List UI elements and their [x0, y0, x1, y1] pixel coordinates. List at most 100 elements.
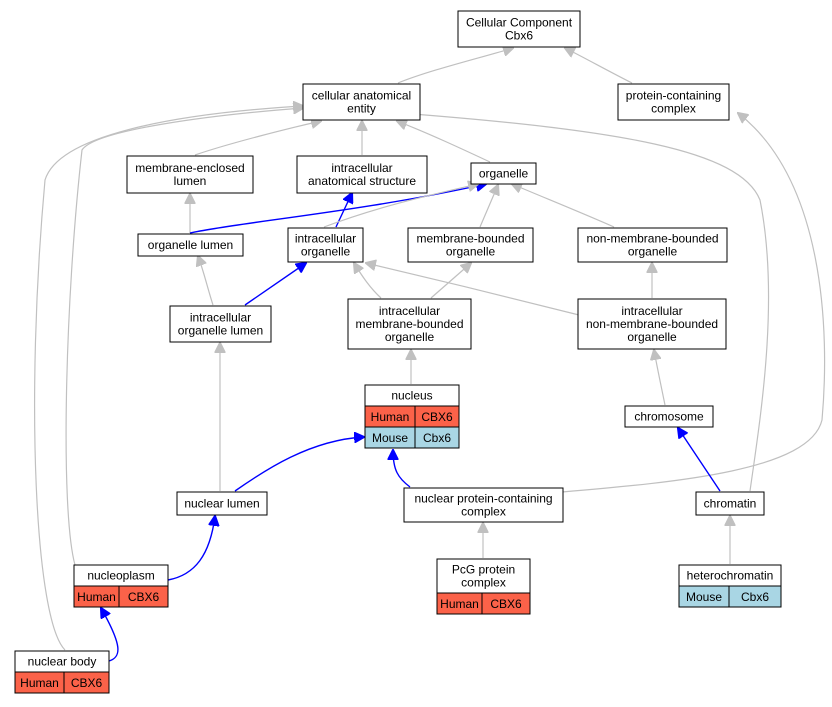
edges-layer	[34, 48, 826, 662]
term-label: protein-containing	[626, 89, 721, 103]
term-label: membrane-enclosed	[135, 161, 244, 175]
gene-cell	[414, 426, 460, 449]
species-label: Human	[440, 597, 479, 611]
is-a-edge-13	[354, 263, 382, 299]
term-label: organelle	[627, 330, 677, 344]
term-node-inmbo[interactable]: intracellularnon-membrane-boundedorganel…	[577, 298, 727, 350]
term-label: anatomical structure	[308, 174, 416, 188]
species-label: Mouse	[372, 431, 408, 445]
term-label: organelle lumen	[148, 238, 233, 252]
term-label: lumen	[174, 174, 207, 188]
gene-cell	[63, 671, 110, 694]
term-box	[169, 305, 272, 343]
term-label: organelle	[628, 245, 678, 259]
is-a-edge-14	[430, 263, 471, 299]
term-box	[126, 155, 254, 194]
part-of-edge-20	[234, 437, 364, 492]
is-a-edge-10	[512, 184, 615, 228]
term-label: intracellular	[190, 311, 251, 325]
gene-label: CBX6	[490, 597, 522, 611]
term-box	[470, 162, 537, 185]
part-of-edge-21	[393, 450, 411, 488]
term-label: nucleoplasm	[87, 569, 154, 583]
is-a-edge-22	[561, 113, 826, 493]
term-label: non-membrane-bounded	[586, 317, 718, 331]
gene-label: CBX6	[421, 410, 453, 424]
term-box	[302, 83, 421, 121]
term-node-nlumen[interactable]: nuclear lumen	[176, 491, 268, 516]
term-label: complex	[461, 505, 506, 519]
gene-label: Cbx6	[741, 590, 769, 604]
term-box	[407, 227, 534, 263]
term-label: organelle	[385, 330, 435, 344]
term-label: nuclear protein-containing	[414, 492, 552, 506]
term-label: nuclear body	[28, 655, 97, 669]
term-label: membrane-bounded	[355, 317, 463, 331]
part-of-edge-28	[101, 608, 119, 662]
term-box	[436, 558, 531, 594]
term-box	[137, 233, 244, 257]
term-label: membrane-bounded	[416, 232, 524, 246]
term-label: organelle	[301, 245, 351, 259]
species-label: Mouse	[686, 590, 722, 604]
term-label: non-membrane-bounded	[586, 232, 718, 246]
term-label: chromosome	[634, 410, 704, 424]
is-a-edge-0	[397, 48, 513, 84]
part-of-edge-12	[244, 263, 306, 306]
term-label: organelle	[446, 245, 496, 259]
term-label: intracellular	[295, 232, 356, 246]
term-label: intracellular	[379, 304, 440, 318]
species-label: Human	[77, 590, 116, 604]
is-a-edge-11	[198, 256, 214, 306]
is-a-edge-8	[323, 184, 478, 228]
term-box	[577, 227, 728, 263]
part-of-edge-23	[678, 428, 721, 492]
species-label: Human	[371, 410, 410, 424]
is-a-edge-24	[400, 113, 770, 492]
term-label: nucleus	[391, 389, 432, 403]
term-label: nuclear lumen	[184, 497, 259, 511]
gene-label: CBX6	[128, 590, 160, 604]
is-a-edge-30	[34, 106, 303, 651]
term-box	[624, 405, 714, 428]
term-node-organelle[interactable]: organelle	[470, 162, 537, 185]
part-of-edge-25	[167, 516, 215, 581]
term-label: heterochromatin	[687, 569, 774, 583]
term-box	[403, 487, 564, 523]
term-node-chromatin[interactable]: chromatin	[695, 491, 765, 516]
term-node-olumen[interactable]: organelle lumen	[137, 233, 244, 257]
term-label: entity	[347, 102, 376, 116]
gene-label: Cbx6	[423, 431, 451, 445]
term-label: complex	[651, 102, 696, 116]
term-label: intracellular	[621, 304, 682, 318]
is-a-edge-29	[65, 108, 303, 566]
gene-label: CBX6	[71, 676, 103, 690]
term-box	[287, 227, 364, 263]
term-label: intracellular	[331, 161, 392, 175]
term-box	[347, 298, 472, 350]
term-node-chromosome[interactable]: chromosome	[624, 405, 714, 428]
is-a-edge-4	[397, 121, 491, 163]
gene-cell	[118, 585, 169, 608]
is-a-edge-2	[194, 121, 321, 156]
is-a-edge-1	[565, 48, 633, 84]
term-box	[296, 155, 428, 194]
